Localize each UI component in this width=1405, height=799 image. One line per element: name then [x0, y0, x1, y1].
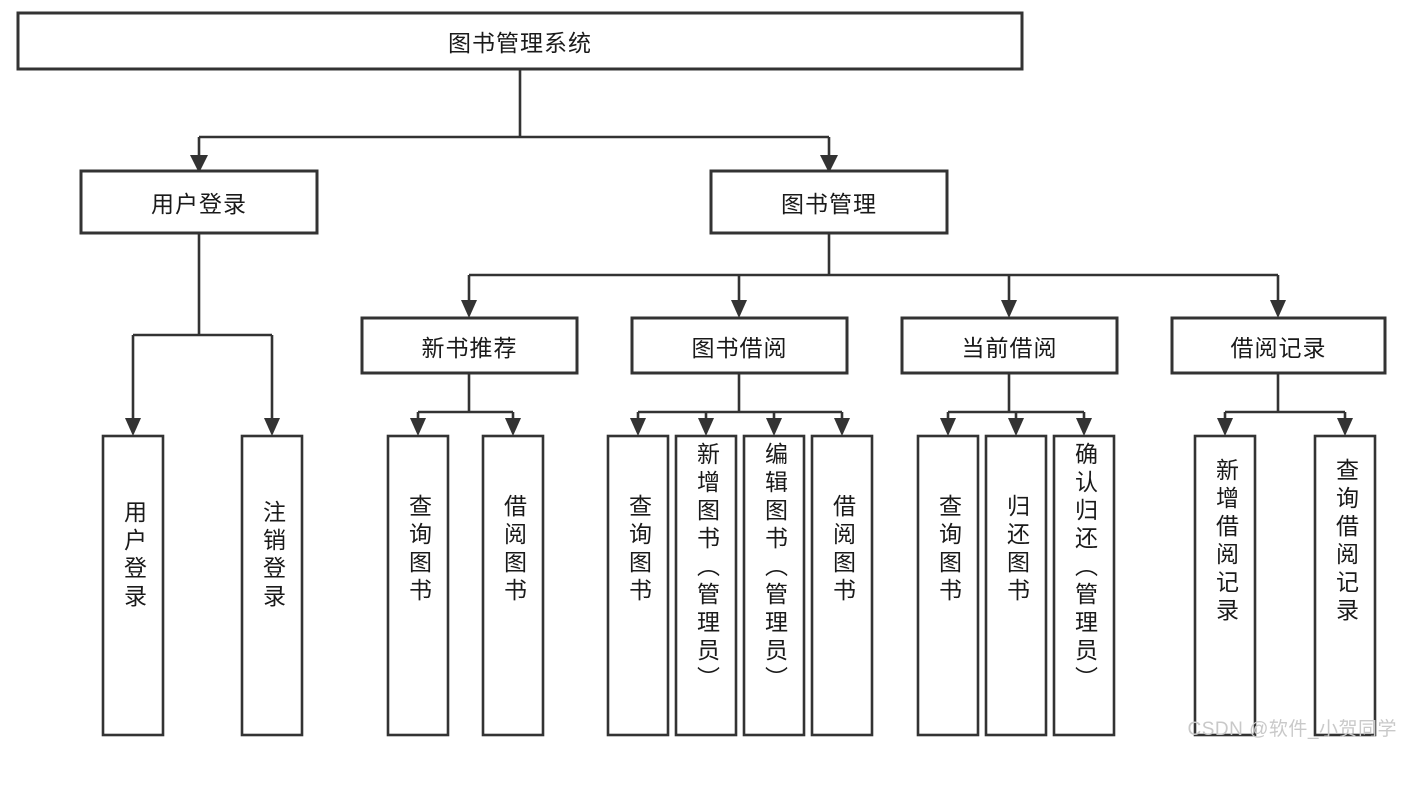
- connector-group-root: [190, 69, 838, 173]
- arrowhead-currentborrow-c1: [940, 418, 956, 436]
- node-box-leaf-cb-return-book[interactable]: [984, 434, 1048, 737]
- connector-group-borrowrecord: [1217, 373, 1353, 436]
- tree-canvas: [16, 11, 1387, 737]
- node-box-leaf-cb-confirm-return[interactable]: [1052, 434, 1116, 737]
- connector-group-newbook: [410, 373, 521, 436]
- node-box-leaf-bb-borrow-book[interactable]: [810, 434, 874, 737]
- node-box-leaf-logout[interactable]: [240, 434, 304, 737]
- arrowhead-currentborrow: [1001, 300, 1017, 318]
- arrowhead-userlogin-c1: [125, 418, 141, 436]
- node-box-leaf-nb-query-book[interactable]: [386, 434, 450, 737]
- arrowhead-bookborrow: [731, 300, 747, 318]
- arrowhead-newbook-c1: [410, 418, 426, 436]
- arrowhead-bookborrow-c4: [834, 418, 850, 436]
- arrowhead-bookborrow-c2: [698, 418, 714, 436]
- node-box-leaf-user-login[interactable]: [101, 434, 165, 737]
- node-box-book-management[interactable]: [709, 169, 949, 235]
- node-box-root[interactable]: [16, 11, 1024, 71]
- node-box-book-borrow[interactable]: [630, 316, 849, 375]
- node-box-user-login[interactable]: [79, 169, 319, 235]
- connector-group-bookborrow: [630, 373, 850, 436]
- arrowhead-newbook-c2: [505, 418, 521, 436]
- arrowhead-bookmgmt: [820, 155, 838, 173]
- arrowhead-bookborrow-c3: [766, 418, 782, 436]
- node-box-leaf-cb-query-book[interactable]: [916, 434, 980, 737]
- arrowhead-currentborrow-c3: [1076, 418, 1092, 436]
- arrowhead-currentborrow-c2: [1008, 418, 1024, 436]
- node-box-current-borrow[interactable]: [900, 316, 1119, 375]
- node-box-new-book-recommend[interactable]: [360, 316, 579, 375]
- node-box-leaf-br-query-record[interactable]: [1313, 434, 1377, 737]
- arrowhead-borrowrecord-c2: [1337, 418, 1353, 436]
- arrowhead-userlogin-c2: [264, 418, 280, 436]
- connector-group-userlogin: [125, 233, 280, 436]
- node-box-leaf-bb-edit-book[interactable]: [742, 434, 806, 737]
- flowchart-diagram: 图书管理系统 用户登录 图书管理 新书推荐 图书借阅 当前借阅 借阅记录 用户登…: [16, 11, 1397, 740]
- arrowhead-newbook: [461, 300, 477, 318]
- node-box-borrow-record[interactable]: [1170, 316, 1387, 375]
- node-box-leaf-bb-add-book[interactable]: [674, 434, 738, 737]
- connector-group-bookmgmt: [461, 233, 1286, 318]
- arrowhead-borrowrecord: [1270, 300, 1286, 318]
- watermark-text: CSDN @软件_小贺同学: [1187, 719, 1397, 740]
- arrowhead-bookborrow-c1: [630, 418, 646, 436]
- arrowhead-userlogin: [190, 155, 208, 173]
- node-box-leaf-br-add-record[interactable]: [1193, 434, 1257, 737]
- arrowhead-borrowrecord-c1: [1217, 418, 1233, 436]
- node-box-leaf-bb-query-book[interactable]: [606, 434, 670, 737]
- node-box-leaf-nb-borrow-book[interactable]: [481, 434, 545, 737]
- connector-group-currentborrow: [940, 373, 1092, 436]
